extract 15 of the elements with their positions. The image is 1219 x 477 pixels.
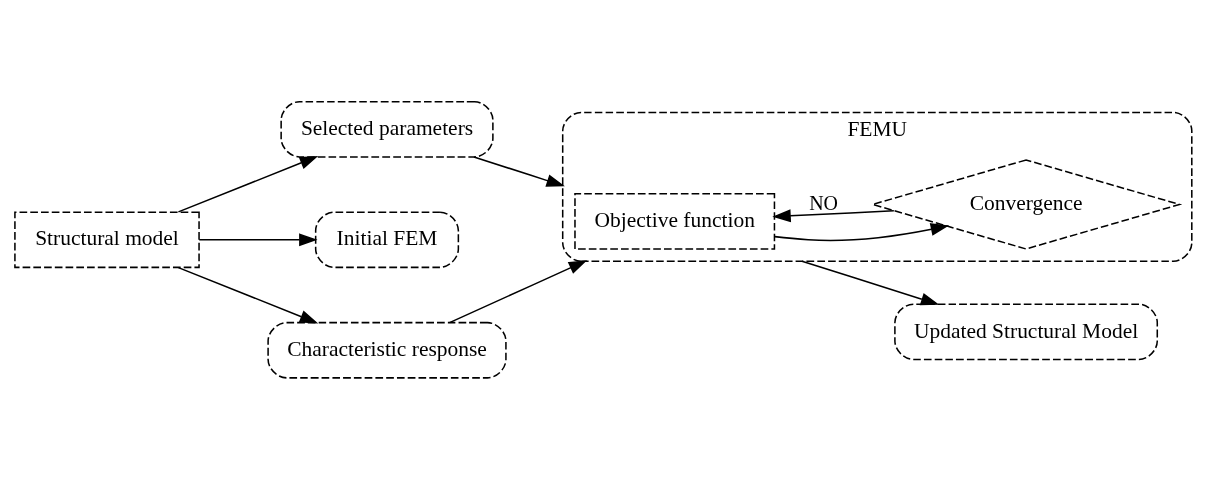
arrow bbox=[198, 232, 318, 246]
node-box: Characteristic response bbox=[267, 321, 507, 379]
node-box: Structural model bbox=[14, 210, 200, 268]
edge-label: NO bbox=[809, 191, 838, 214]
arrow bbox=[177, 266, 319, 323]
arrow bbox=[801, 260, 940, 305]
node-box: Objective function bbox=[574, 192, 776, 250]
node-box: Selected parameters bbox=[280, 100, 494, 158]
arrow bbox=[448, 259, 588, 323]
arrow bbox=[473, 155, 565, 187]
node-box: Initial FEM bbox=[314, 210, 460, 268]
arrow bbox=[772, 208, 895, 222]
arrow bbox=[177, 155, 319, 213]
arrow bbox=[774, 222, 950, 241]
node-box: Updated Structural Model bbox=[894, 302, 1159, 360]
